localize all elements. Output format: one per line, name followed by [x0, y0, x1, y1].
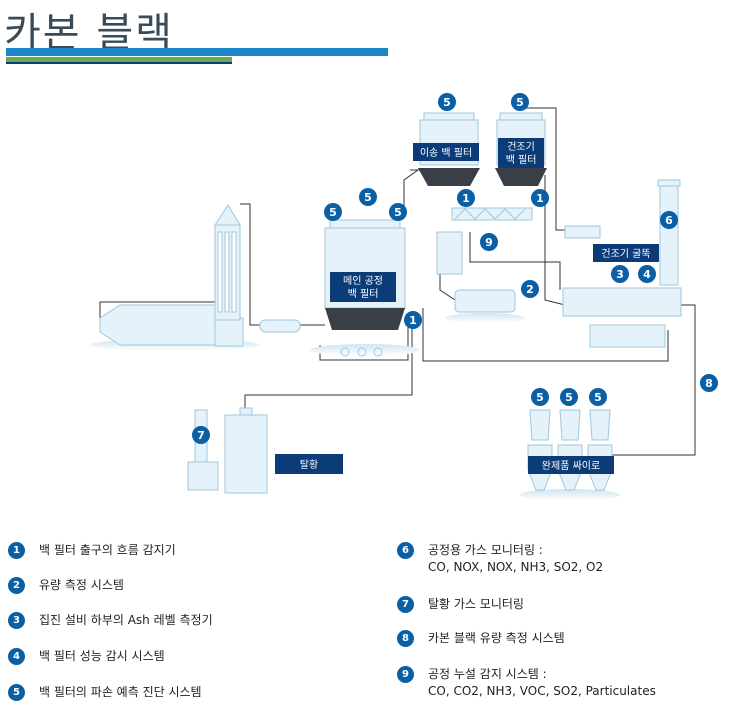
desulfurization-unit [187, 407, 268, 494]
label-text: 백 필터 [506, 154, 537, 166]
label-text: 건조기 굴뚝 [601, 248, 650, 260]
svg-text:1: 1 [409, 314, 417, 327]
badge-5: 5 [511, 93, 529, 111]
reactor [99, 304, 244, 347]
dryer-baghouse [562, 287, 682, 348]
quench-tower [214, 204, 241, 321]
badge-2: 2 [521, 280, 539, 298]
badge-3: 3 [611, 265, 629, 283]
badge-7: 7 [192, 426, 210, 444]
badge-4: 4 [638, 265, 656, 283]
legend-badge: 2 [8, 577, 25, 594]
legend-badge: 8 [397, 630, 414, 647]
pelletizer [436, 231, 463, 275]
legend-item: 2 유량 측정 시스템 [8, 577, 124, 594]
badge-5: 5 [589, 388, 607, 406]
legend-badge: 5 [8, 684, 25, 701]
svg-text:5: 5 [329, 206, 337, 219]
legend-text: 탈황 가스 모니터링 [428, 597, 524, 611]
label-desulfurization: 탈황 [275, 454, 343, 474]
legend-item: 9 공정 누설 감지 시스템 : CO, CO2, NH3, VOC, SO2,… [397, 666, 656, 700]
legend-text: 집진 설비 하부의 Ash 레벨 측정기 [39, 613, 213, 627]
legend-text: 카본 블랙 유량 측정 시스템 [428, 631, 565, 645]
legend-item: 1 백 필터 출구의 흐름 감지기 [8, 542, 176, 559]
legend-item: 7 탈황 가스 모니터링 [397, 596, 524, 613]
svg-text:1: 1 [536, 192, 544, 205]
svg-text:7: 7 [197, 429, 205, 442]
label-main-bag-filter: 메인 공정 백 필터 [330, 272, 396, 302]
badge-5: 5 [324, 203, 342, 221]
svg-text:2: 2 [526, 283, 534, 296]
dryer-duct [564, 225, 601, 239]
label-dryer-stack: 건조기 굴뚝 [593, 244, 659, 262]
label-text: 메인 공정 [343, 275, 383, 287]
badge-5: 5 [389, 203, 407, 221]
legend-badge: 7 [397, 596, 414, 613]
legend-badge: 4 [8, 648, 25, 665]
badge-5: 5 [359, 188, 377, 206]
title-underline-blue [6, 48, 388, 56]
stack [657, 179, 681, 286]
screw-conveyor [451, 207, 533, 221]
legend-item: 5 백 필터의 파손 예측 진단 시스템 [8, 684, 202, 701]
label-text: 건조기 [507, 141, 535, 153]
badge-1: 1 [404, 311, 422, 329]
svg-text:5: 5 [565, 391, 573, 404]
legend-item: 4 백 필터 성능 감시 시스템 [8, 648, 165, 665]
legend-item: 8 카본 블랙 유량 측정 시스템 [397, 630, 565, 647]
label-dryer-bag-filter: 건조기 백 필터 [498, 138, 544, 168]
label-text: 완제품 싸이로 [542, 460, 600, 472]
silos [527, 409, 613, 491]
svg-text:8: 8 [705, 377, 713, 390]
label-text: 백 필터 [348, 288, 379, 300]
legend-subtext: CO, NOX, NOX, NH3, SO2, O2 [428, 560, 604, 574]
svg-text:5: 5 [536, 391, 544, 404]
badge-5: 5 [438, 93, 456, 111]
legend-badge: 3 [8, 612, 25, 629]
label-transfer-bag-filter: 이송 백 필터 [413, 143, 479, 161]
legend-badge: 9 [397, 666, 414, 683]
title-underline-navy [6, 62, 232, 64]
legend-badge: 6 [397, 542, 414, 559]
legend-text: 백 필터의 파손 예측 진단 시스템 [39, 685, 202, 699]
svg-text:3: 3 [616, 268, 624, 281]
label-text: 이송 백 필터 [420, 147, 472, 159]
legend-item: 6 공정용 가스 모니터링 : CO, NOX, NOX, NH3, SO2, … [397, 542, 603, 576]
badge-8: 8 [700, 374, 718, 392]
badge-5: 5 [531, 388, 549, 406]
legend-text: 유량 측정 시스템 [39, 578, 124, 592]
legend-text: 백 필터 출구의 흐름 감지기 [39, 543, 176, 557]
badge-1: 1 [531, 189, 549, 207]
svg-text:5: 5 [364, 191, 372, 204]
svg-text:5: 5 [443, 96, 451, 109]
svg-text:1: 1 [462, 192, 470, 205]
label-silo: 완제품 싸이로 [528, 456, 614, 474]
process-diagram: 이송 백 필터 건조기 백 필터 메인 공정 백 필터 건조기 굴뚝 탈황 완제… [90, 93, 718, 501]
rotary-dryer [454, 289, 516, 313]
badge-5: 5 [560, 388, 578, 406]
svg-text:5: 5 [516, 96, 524, 109]
title-underline-green [6, 57, 232, 62]
svg-text:4: 4 [643, 268, 651, 281]
badge-1: 1 [457, 189, 475, 207]
label-text: 탈황 [300, 458, 318, 471]
heat-exchanger [259, 319, 301, 333]
badge-9: 9 [480, 233, 498, 251]
legend-text: 공정용 가스 모니터링 : [428, 543, 543, 557]
legend-badge: 1 [8, 542, 25, 559]
svg-text:9: 9 [485, 236, 493, 249]
svg-text:5: 5 [594, 391, 602, 404]
legend-item: 3 집진 설비 하부의 Ash 레벨 측정기 [8, 612, 213, 629]
legend-text: 백 필터 성능 감시 시스템 [39, 649, 165, 663]
legend-subtext: CO, CO2, NH3, VOC, SO2, Particulates [428, 684, 656, 698]
diagram-badges: 5 5 5 5 5 1 1 1 9 2 6 3 4 7 8 5 5 5 [192, 93, 718, 444]
badge-6: 6 [660, 211, 678, 229]
svg-text:5: 5 [394, 206, 402, 219]
legend-text: 공정 누설 감지 시스템 : [428, 667, 547, 681]
pipes [99, 107, 696, 456]
svg-text:6: 6 [665, 214, 673, 227]
